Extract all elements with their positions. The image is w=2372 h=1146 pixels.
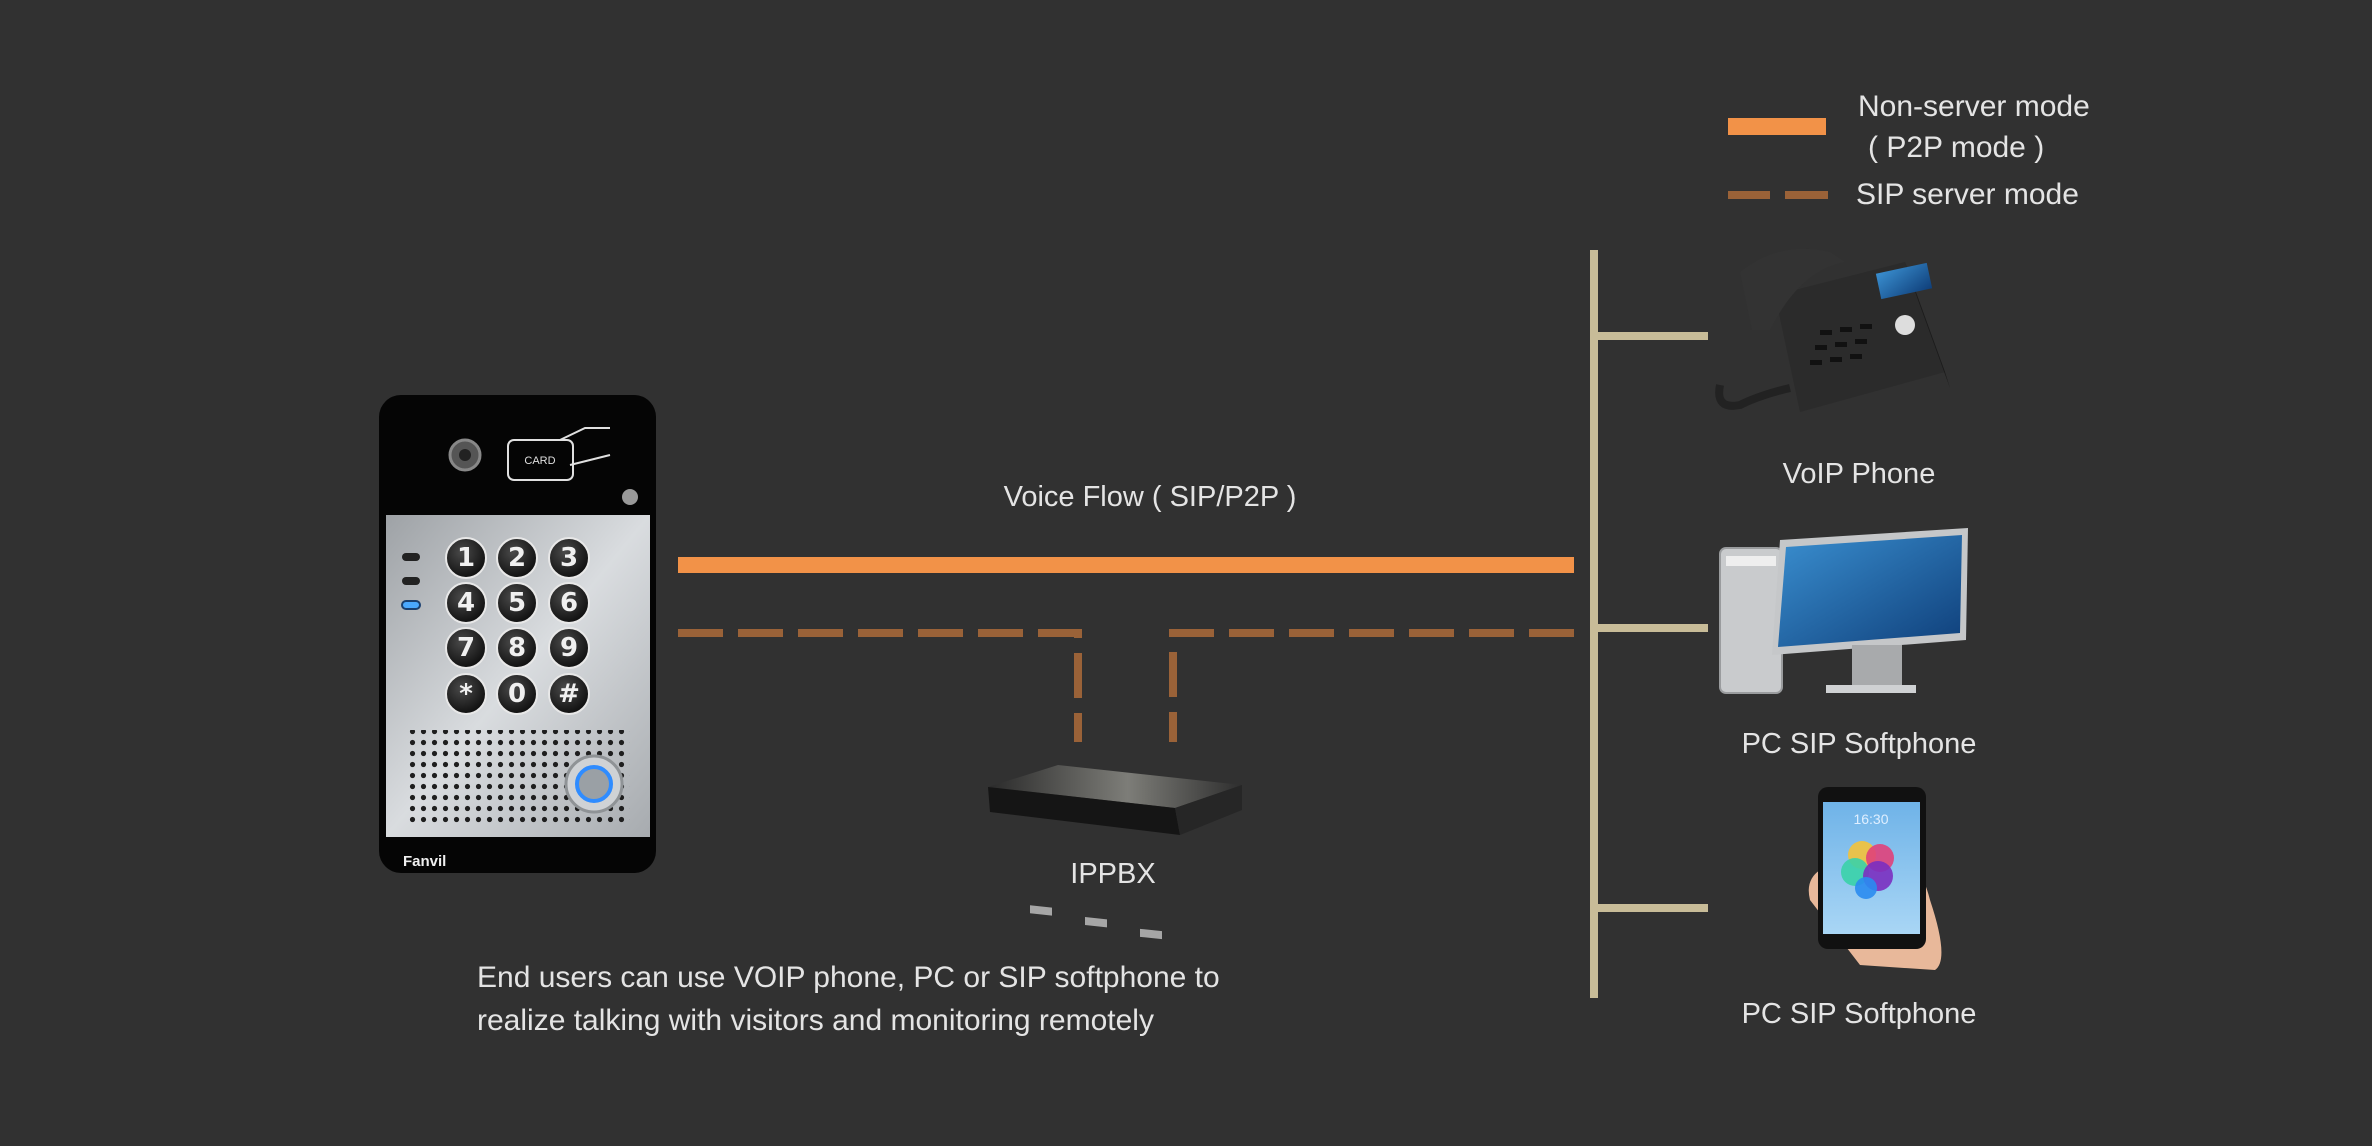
card-reader-icon bbox=[507, 427, 611, 481]
pc-image bbox=[1719, 528, 1968, 694]
keypad-key-label: # bbox=[558, 679, 580, 709]
keypad-key-label: 1 bbox=[457, 543, 475, 573]
keypad-key-label: 8 bbox=[508, 633, 526, 663]
keypad-key bbox=[496, 582, 538, 624]
keypad-key-label: 4 bbox=[457, 588, 475, 618]
voip-phone-image bbox=[1715, 248, 1950, 412]
legend: Non-server mode ( P2P mode ) SIP server … bbox=[1728, 90, 2090, 211]
voice-flow-label: Voice Flow ( SIP/P2P ) bbox=[1004, 481, 1297, 513]
brand-logo: Fanvil bbox=[403, 853, 446, 870]
legend-solid-swatch bbox=[1728, 118, 1826, 135]
voip-phone-label: VoIP Phone bbox=[1783, 458, 1936, 490]
keypad-key bbox=[548, 582, 590, 624]
status-leds bbox=[401, 553, 421, 610]
sip-dashed-line bbox=[678, 629, 1574, 742]
keypad-key bbox=[548, 673, 590, 715]
keypad-key bbox=[548, 627, 590, 669]
keypad-key-label: 0 bbox=[508, 679, 526, 709]
mobile-phone-image: 16:30 bbox=[1808, 787, 1942, 970]
keypad-key-label: 2 bbox=[508, 543, 526, 573]
legend-dashed-swatch-1 bbox=[1728, 191, 1770, 199]
legend-solid-label: Non-server mode bbox=[1858, 90, 2090, 123]
legend-dashed-swatch-2 bbox=[1785, 191, 1828, 199]
keypad-key bbox=[445, 673, 487, 715]
keypad-key-label: 7 bbox=[457, 633, 475, 663]
keypad-key bbox=[445, 582, 487, 624]
legend-dashed-label: SIP server mode bbox=[1856, 178, 2079, 211]
caption-line-1: End users can use VOIP phone, PC or SIP … bbox=[477, 961, 1220, 994]
door-phone-image: CARD 1 2 3 4 5 6 7 8 9 * 0 # Fanvil bbox=[379, 395, 656, 873]
mobile-softphone-label: PC SIP Softphone bbox=[1742, 998, 1977, 1030]
keypad-key-label: * bbox=[459, 679, 473, 709]
keypad: 1 2 3 4 5 6 7 8 9 * 0 # bbox=[445, 537, 590, 715]
keypad-key-label: 5 bbox=[508, 588, 526, 618]
keypad-key bbox=[548, 537, 590, 579]
legend-solid-sublabel: ( P2P mode ) bbox=[1868, 131, 2044, 164]
endpoint-bus bbox=[1590, 250, 1708, 998]
keypad-key bbox=[445, 627, 487, 669]
ippbx-device-image bbox=[988, 765, 1242, 940]
keypad-key bbox=[445, 537, 487, 579]
mobile-clock: 16:30 bbox=[1853, 811, 1888, 827]
pc-softphone-label: PC SIP Softphone bbox=[1742, 728, 1977, 760]
caption-line-2: realize talking with visitors and monito… bbox=[477, 1004, 1154, 1037]
keypad-key-label: 6 bbox=[560, 588, 578, 618]
keypad-key bbox=[496, 673, 538, 715]
p2p-line bbox=[678, 557, 1574, 573]
ippbx-label: IPPBX bbox=[1070, 858, 1155, 890]
keypad-key bbox=[496, 537, 538, 579]
keypad-key bbox=[496, 627, 538, 669]
keypad-key-label: 3 bbox=[560, 543, 578, 573]
card-label: CARD bbox=[524, 455, 555, 467]
keypad-key-label: 9 bbox=[560, 633, 578, 663]
